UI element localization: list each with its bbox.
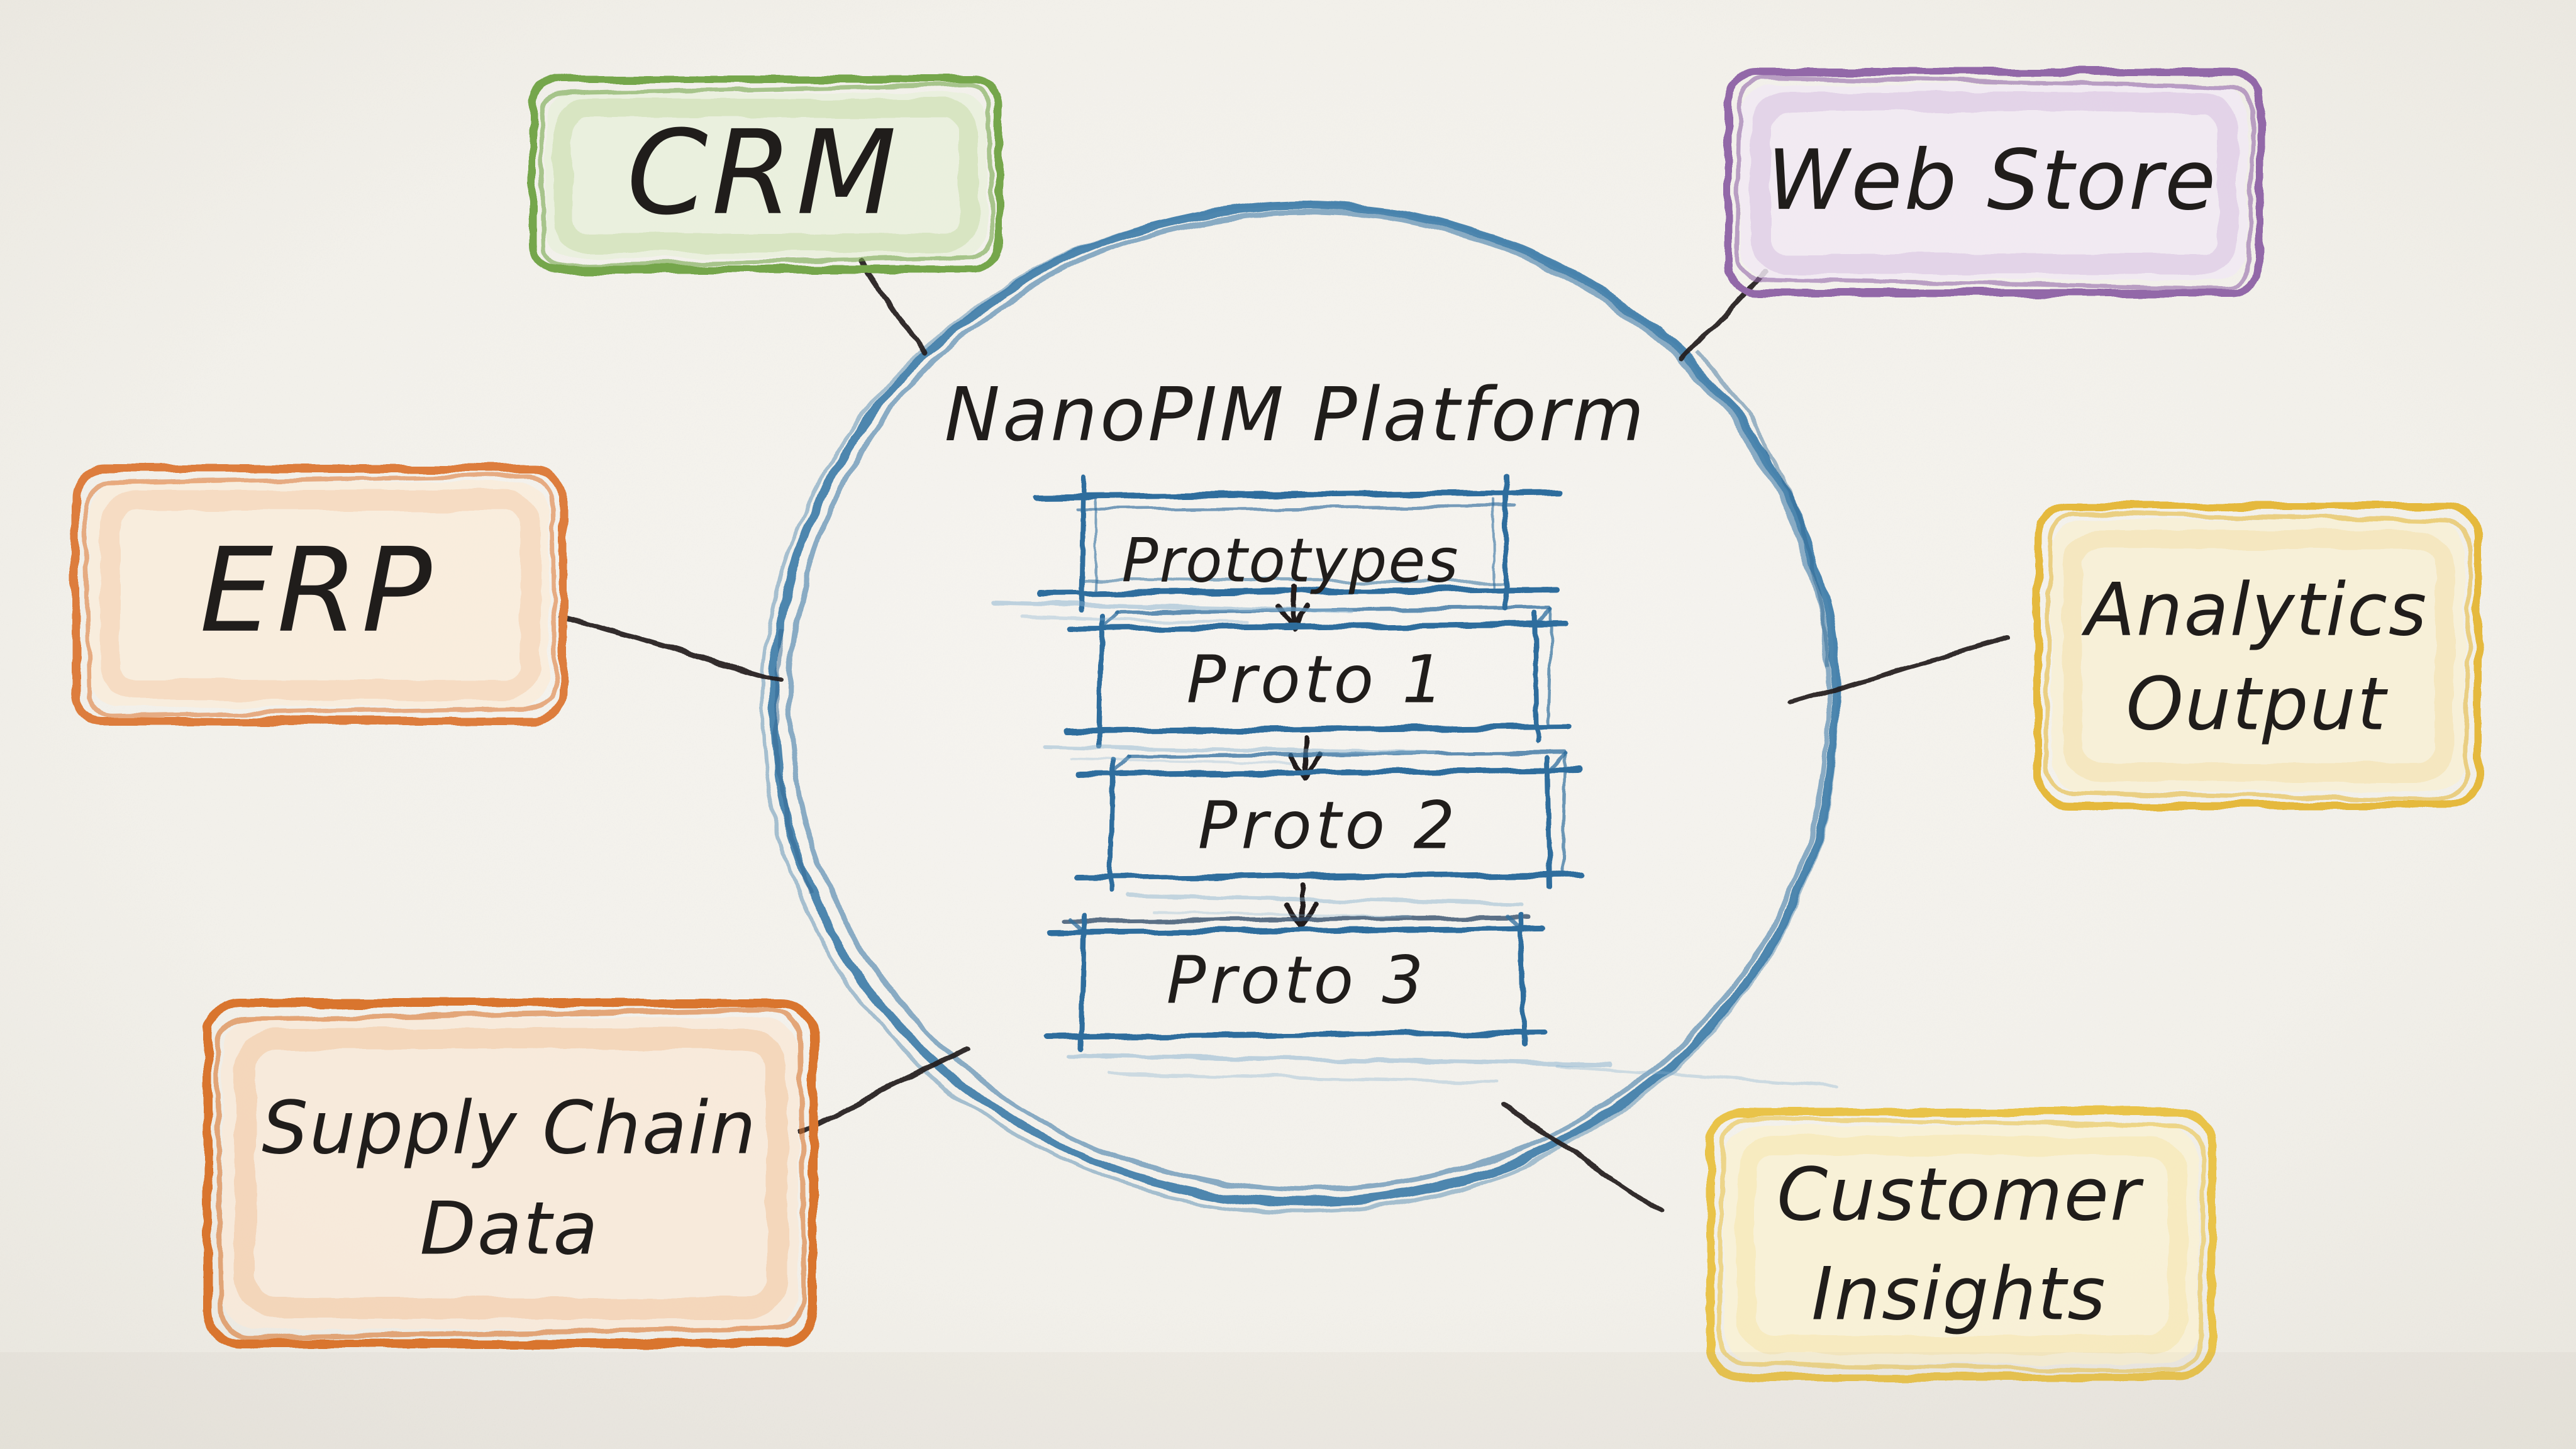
proto-1-label: Proto 1 (1187, 641, 1448, 718)
proto-2-label: Proto 2 (1198, 787, 1459, 863)
flow-shadow-scribbles (991, 600, 1837, 1087)
proto-3-box (1044, 912, 1548, 1052)
node-web-store (1724, 68, 2264, 297)
connector-supply-chain-data (797, 1046, 971, 1135)
node-erp-label: ERP (200, 523, 436, 658)
flow-arrow-2 (1287, 735, 1323, 781)
prototypes-label: Prototypes (1122, 525, 1460, 596)
node-supply-chain-data (203, 999, 818, 1348)
node-customer-insights (1706, 1108, 2216, 1382)
connector-analytics-output (1789, 635, 2010, 706)
connector-erp (558, 614, 784, 683)
platform-circle-dark-pass (773, 350, 1829, 894)
node-web-store-label: Web Store (1767, 132, 2218, 229)
connectors (558, 258, 2010, 1214)
connector-crm (858, 258, 927, 355)
node-analytics-output-label-line1: Analytics (2081, 568, 2428, 653)
proto-3-label: Proto 3 (1167, 941, 1428, 1018)
node-crm (529, 75, 1002, 273)
prototypes-box (1033, 473, 1563, 613)
connector-web-store (1679, 269, 1767, 362)
node-customer-insights-label-line1: Customer (1777, 1153, 2144, 1238)
vignette-overlay (0, 1352, 2576, 1449)
proto-2-box (1074, 751, 1585, 893)
node-crm-label: CRM (626, 105, 900, 241)
node-customer-insights-label-line2: Insights (1811, 1252, 2106, 1337)
node-erp (71, 464, 567, 726)
node-analytics-output-label-line2: Output (2126, 662, 2389, 747)
node-supply-chain-data-label-line1: Supply Chain (262, 1086, 757, 1171)
connector-customer-insights (1501, 1103, 1663, 1214)
node-analytics-output (2034, 502, 2482, 809)
platform-title: NanoPIM Platform (945, 371, 1647, 458)
node-supply-chain-data-label-line2: Data (420, 1187, 599, 1272)
